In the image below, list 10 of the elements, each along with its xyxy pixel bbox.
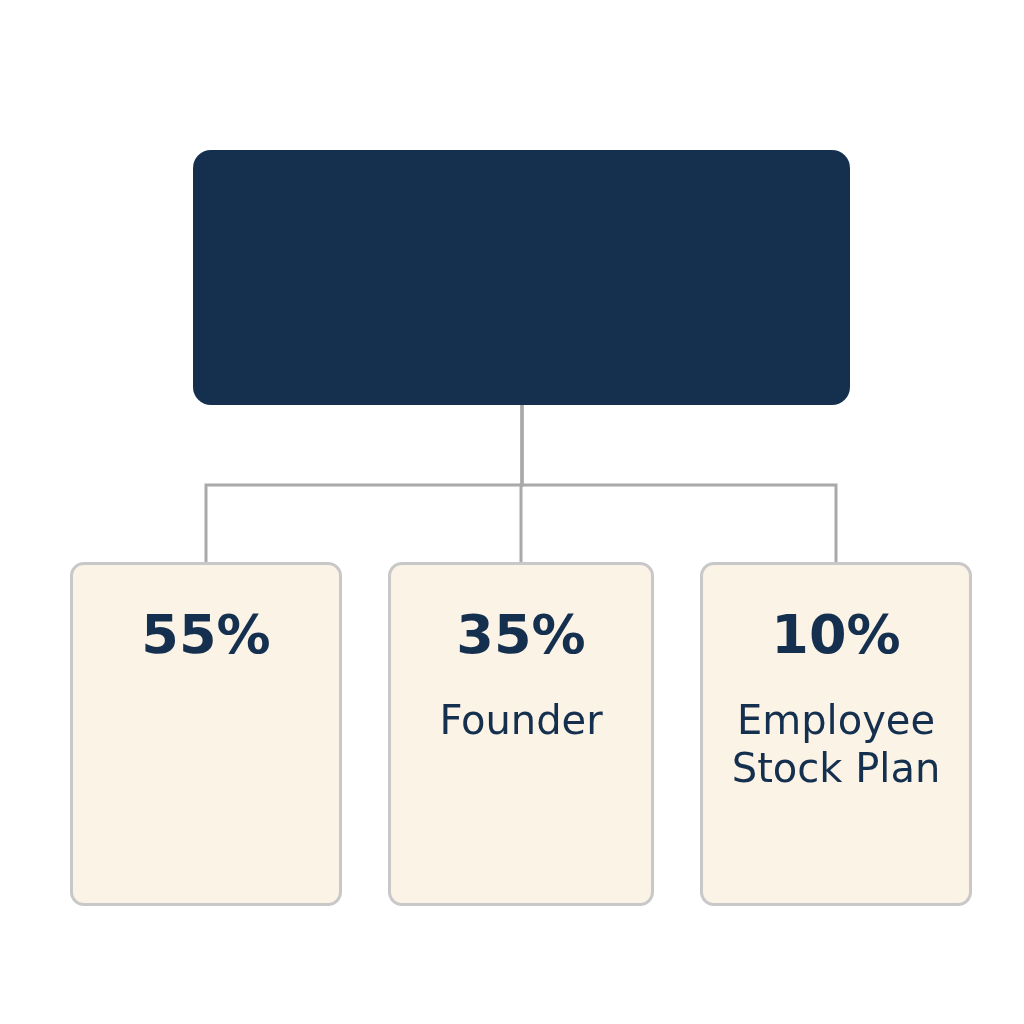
percentage-text: 55% [141,603,271,666]
stakeholder-card [70,562,342,906]
stakeholder-card [700,562,972,906]
stakeholder-card [388,562,654,906]
percentage-text: 35% [456,603,586,666]
percentage-text: 10% [771,603,901,666]
owner-name: Employee Stock Plan [730,696,942,792]
owner-name: Founder [438,696,604,744]
title-box [193,150,850,405]
connector-line [520,405,838,562]
